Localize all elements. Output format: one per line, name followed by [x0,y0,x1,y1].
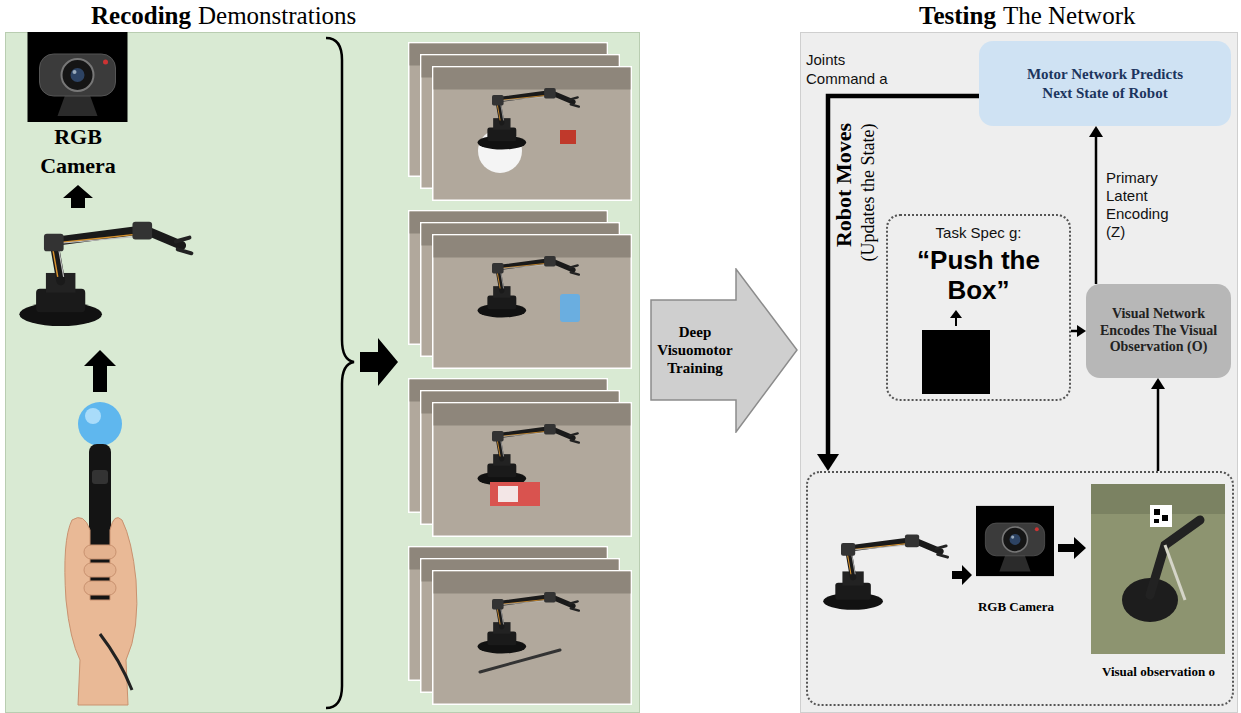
visual-network-box: Visual Network Encodes The Visual Observ… [1086,284,1231,378]
edge-label-slot: Primary Latent Encoding (Z) [1106,169,1186,241]
arrow-outline [651,269,797,432]
loop-note: (Updates the State) [858,124,879,262]
task-instruction: “Push the Box” [896,246,1061,306]
arrow-text-slot: Deep Visuomotor Training [652,300,738,400]
text-slot: Visual observation o [1091,664,1226,680]
training-arrow: Deep Visuomotor Training [650,268,798,433]
text-slot: Task Spec g: [888,224,1069,242]
connector-line [1071,330,1078,333]
panel-title: The Network [1003,2,1136,30]
edge-label: Primary Latent Encoding (Z) [1106,169,1186,241]
box-content: Motor Network Predicts Next State of Rob… [979,41,1231,126]
loop-label: Robot Moves [831,123,857,247]
connector-line [1095,136,1098,284]
text-slot: “Push the Box” [896,246,1061,306]
camera-caption: RGB Camera [956,599,1076,615]
edge-label: Joints Command a [806,50,901,88]
connector-line [1157,388,1160,471]
observation-caption: Visual observation o [1091,664,1226,680]
box-text: Visual Network Encodes The Visual Observ… [1094,306,1223,356]
camera-caption: RGB Camera [25,122,131,180]
rotated-label-slot: Robot Moves [831,123,857,247]
arrow-label: Deep Visuomotor Training [652,323,738,377]
panel-heading: RecodingDemonstrations [91,2,363,30]
panel-title: Testing [919,2,996,30]
label-slot: RGB Camera [25,122,131,180]
panel-heading: TestingThe Network [919,2,1142,30]
edge-label-slot: Joints Command a [806,50,901,88]
motor-network-box: Motor Network Predicts Next State of Rob… [979,41,1231,126]
text-slot: RGB Camera [956,599,1076,615]
box-content: Visual Network Encodes The Visual Observ… [1086,284,1231,378]
rotated-label-slot: (Updates the State) [858,124,879,262]
panel-title: Demonstrations [198,2,356,30]
task-spec-label: Task Spec g: [888,224,1069,242]
box-text: Motor Network Predicts Next State of Rob… [1018,65,1193,103]
panel-title: Recoding [91,2,191,30]
